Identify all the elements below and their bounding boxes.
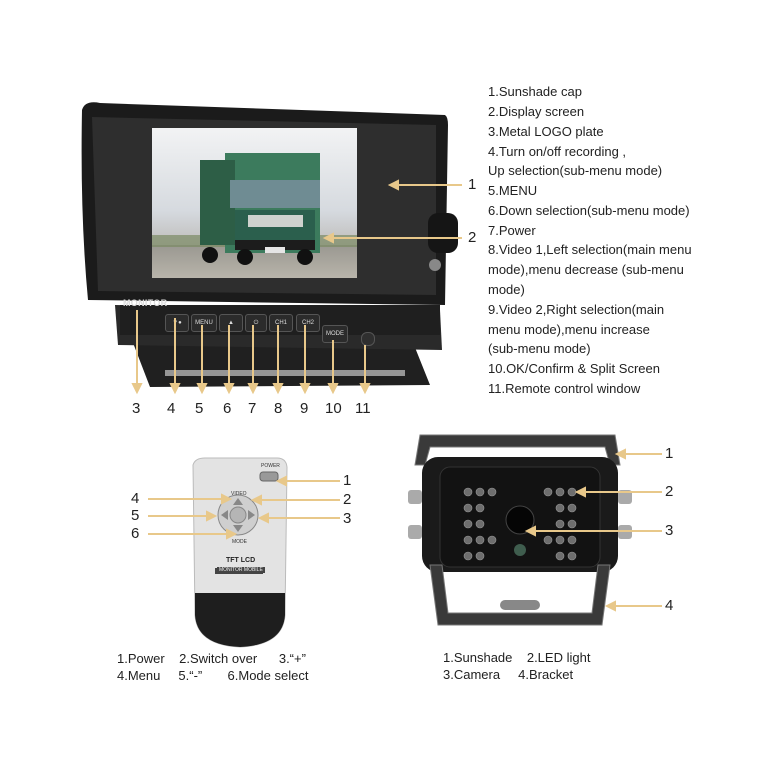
camera-callout-4: 4 bbox=[665, 597, 674, 614]
mode-button[interactable]: MODE bbox=[322, 325, 348, 343]
remote-caption-line1: 1.Power 2.Switch over 3.“+” bbox=[117, 651, 306, 666]
monitor-callout-5: 5 bbox=[195, 400, 204, 417]
camera-caption-line1: 1.Sunshade 2.LED light bbox=[443, 650, 591, 665]
legend-line: 3.Metal LOGO plate bbox=[488, 124, 604, 139]
remote-brand-line1: TFT LCD bbox=[226, 557, 256, 564]
power-button[interactable]: ⏻ bbox=[245, 314, 267, 332]
remote-callout-5: 5 bbox=[131, 507, 140, 524]
legend-line: 11.Remote control window bbox=[488, 381, 641, 396]
remote-mode-label: MODE bbox=[232, 539, 247, 545]
legend-line: 10.OK/Confirm & Split Screen bbox=[488, 361, 660, 376]
legend-line: (sub-menu mode) bbox=[488, 341, 591, 356]
camera-callout-1: 1 bbox=[665, 445, 674, 462]
legend-line: 1.Sunshade cap bbox=[488, 84, 582, 99]
remote-callout-1: 1 bbox=[343, 472, 352, 489]
monitor-logo: MONITOR bbox=[123, 298, 168, 308]
monitor-callout-4: 4 bbox=[167, 400, 176, 417]
remote-callout-2: 2 bbox=[343, 491, 352, 508]
legend-line: 6.Down selection(sub-menu mode) bbox=[488, 203, 690, 218]
monitor-callout-11: 11 bbox=[355, 400, 371, 417]
remote-callout-4: 4 bbox=[131, 490, 140, 507]
camera-lens bbox=[505, 505, 535, 535]
legend-line: 8.Video 1,Left selection(main menu bbox=[488, 242, 692, 257]
power-icon: ⏻ bbox=[253, 320, 259, 326]
remote-power-button[interactable] bbox=[259, 471, 279, 482]
camera-caption-line2: 3.Camera 4.Bracket bbox=[443, 667, 574, 682]
monitor-callout-10: 10 bbox=[325, 400, 342, 417]
legend-line: 4.Turn on/off recording , bbox=[488, 144, 627, 159]
remote-video-label: VIDEO bbox=[231, 491, 247, 497]
ch1-button[interactable]: CH1 bbox=[269, 314, 293, 332]
legend-line: menu mode),menu increase bbox=[488, 322, 650, 337]
legend-line: Up selection(sub-menu mode) bbox=[488, 163, 663, 178]
remote-illustration bbox=[192, 457, 288, 648]
mount-knob bbox=[428, 213, 458, 253]
monitor-callout-2: 2 bbox=[468, 229, 477, 246]
down-icon: ▲ bbox=[228, 320, 234, 326]
remote-callout-6: 6 bbox=[131, 525, 140, 542]
record-icon: ▼● bbox=[172, 320, 182, 326]
ch2-button[interactable]: CH2 bbox=[296, 314, 320, 332]
record-button[interactable]: ▼● bbox=[165, 314, 189, 332]
legend-line: mode) bbox=[488, 282, 525, 297]
monitor-callout-9: 9 bbox=[300, 400, 309, 417]
remote-window bbox=[361, 332, 375, 346]
monitor-callout-3: 3 bbox=[132, 400, 141, 417]
legend-line: 7.Power bbox=[488, 223, 536, 238]
down-button[interactable]: ▲ bbox=[219, 314, 243, 332]
monitor-callout-7: 7 bbox=[248, 400, 257, 417]
legend-line: mode),menu decrease (sub-menu bbox=[488, 262, 684, 277]
camera-illustration bbox=[408, 434, 632, 626]
menu-button[interactable]: MENU bbox=[191, 314, 217, 332]
remote-brand-line2: MONITOR MOBILE bbox=[217, 567, 265, 573]
truck-image bbox=[200, 153, 320, 265]
remote-power-label: POWER bbox=[261, 463, 280, 469]
camera-callout-3: 3 bbox=[665, 522, 674, 539]
monitor-callout-8: 8 bbox=[274, 400, 283, 417]
legend-line: 2.Display screen bbox=[488, 104, 585, 119]
monitor-callout-1: 1 bbox=[468, 176, 477, 193]
remote-caption-line2: 4.Menu 5.“-” 6.Mode select bbox=[117, 668, 309, 683]
remote-callout-3: 3 bbox=[343, 510, 352, 527]
camera-callout-2: 2 bbox=[665, 483, 674, 500]
monitor-callout-6: 6 bbox=[223, 400, 232, 417]
legend-line: 5.MENU bbox=[488, 183, 538, 198]
legend-line: 9.Video 2,Right selection(main bbox=[488, 302, 665, 317]
